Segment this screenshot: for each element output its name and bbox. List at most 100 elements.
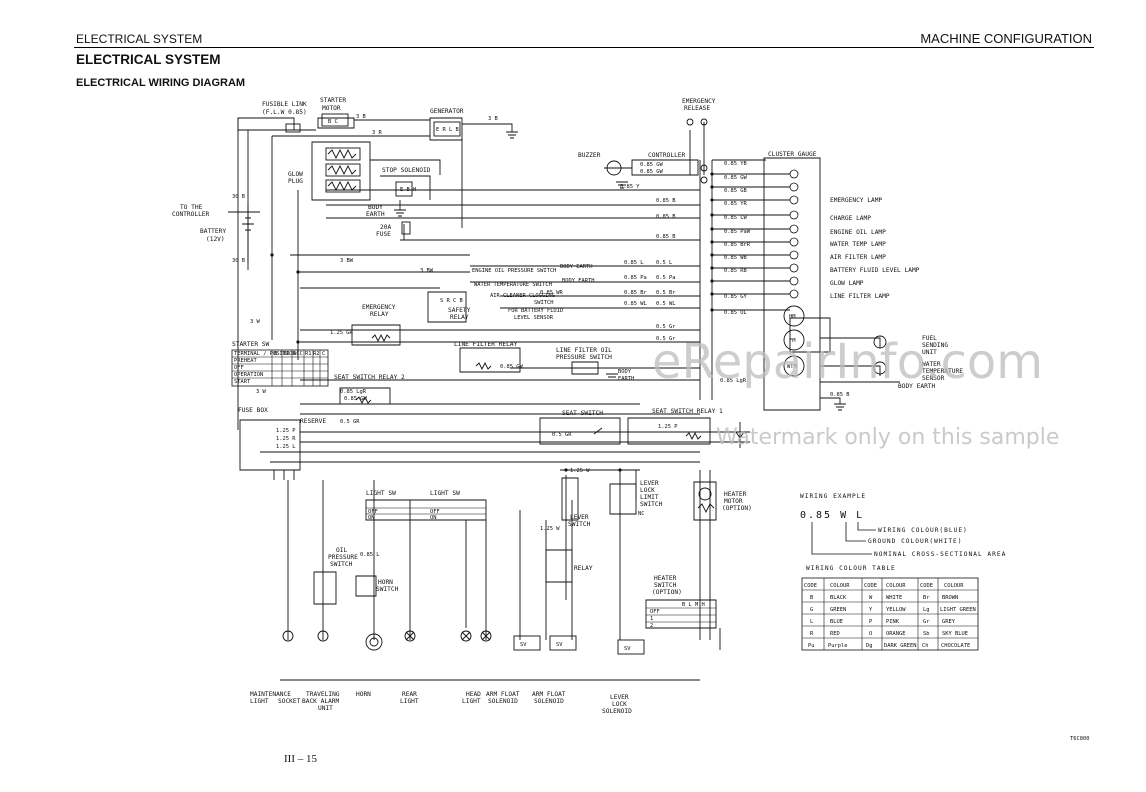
colour-table-cell: GREEN xyxy=(830,607,846,613)
light-switch-tables: OFF ON OFF ON xyxy=(366,507,486,521)
colour-table-header: CODE xyxy=(864,583,877,589)
seat-switch-relay-1-label: SEAT SWITCH RELAY 1 xyxy=(652,408,723,415)
starter-table-header-pos: TERMINAL / POSITION xyxy=(234,351,296,357)
colour-table-cell: Pu xyxy=(808,643,815,649)
wire-label: 3 R xyxy=(372,130,382,136)
wire-size-labels: 0.85 YB 0.85 GW 0.85 GB 0.85 YR 0.85 LW … xyxy=(232,114,849,558)
controller-label: CONTROLLER xyxy=(648,152,686,159)
wire-label: 0.85 LW xyxy=(724,215,747,221)
battery-label: BATTERY xyxy=(200,228,226,235)
normally-closed-label: NC xyxy=(638,511,645,517)
wire-label: 0.85 GY xyxy=(724,294,747,300)
lamp-label-emergency: EMERGENCY LAMP xyxy=(830,197,882,204)
horn-symbol xyxy=(365,633,383,651)
lamp-label-charge: CHARGE LAMP xyxy=(830,215,871,222)
lamp-label-air-filter: AIR FILTER LAMP xyxy=(830,254,886,261)
heater-switch-label-2: SWITCH xyxy=(654,582,677,589)
starter-switch-label: STARTER SW xyxy=(232,341,270,348)
wire-label: 0.85 GB xyxy=(724,188,747,194)
wire-label: 0.85 BrR xyxy=(724,242,751,248)
colour-table-cell: YELLOW xyxy=(886,607,906,613)
wire-label: 0.85 Br xyxy=(624,290,647,296)
oil-pressure-switch-label: OIL xyxy=(336,547,347,554)
heater-motor-symbol xyxy=(698,487,712,501)
load-label-traveling: TRAVELING xyxy=(306,691,340,698)
lever-lock-limit-label-4: SWITCH xyxy=(640,501,663,508)
cluster-gauge-label: CLUSTER GAUGE xyxy=(768,151,817,158)
component-symbols xyxy=(282,113,887,655)
svg-text:B L M H: B L M H xyxy=(682,602,705,608)
svg-text:OFF: OFF xyxy=(368,509,378,515)
lever-lock-limit-label-2: LOCK xyxy=(640,487,655,494)
svg-text:E R L B: E R L B xyxy=(436,127,459,133)
wire-label: 1.25 P xyxy=(276,428,295,434)
wire-label: 1.25 W xyxy=(540,526,560,532)
safety-relay-label-2: RELAY xyxy=(450,314,469,321)
heater-switch-label: HEATER xyxy=(654,575,677,582)
starter-table-header-r1: R1 xyxy=(305,351,312,357)
emergency-release-label-2: RELEASE xyxy=(684,105,710,112)
sv-label-2: SV xyxy=(556,642,563,648)
wire-label: 0.85 GW xyxy=(344,396,367,402)
lever-lock-limit-label-3: LIMIT xyxy=(640,494,659,501)
seat-switch-label: SEAT SWITCH xyxy=(562,410,603,417)
fuel-meter-symbol xyxy=(783,329,805,351)
starter-table-row-operation: OPERATION xyxy=(234,372,263,378)
wire-label: 1.25 R xyxy=(276,436,296,442)
colour-table-header: COLOUR xyxy=(830,583,850,589)
colour-table-cell: Y xyxy=(869,607,873,613)
wire-label: 0.85 RB xyxy=(724,268,747,274)
diagram-title: ELECTRICAL WIRING DIAGRAM xyxy=(76,77,246,89)
watermark-notice: Watermark only on this sample xyxy=(716,425,1059,450)
generator-label: GENERATOR xyxy=(430,108,464,115)
battery-fluid-sensor-label-2: LEVEL SENSOR xyxy=(514,315,554,321)
to-controller-label: TO THE xyxy=(180,204,203,211)
starter-table-header-r2: R2 xyxy=(313,351,320,357)
load-label-arm-float-1-2: SOLENOID xyxy=(488,698,518,705)
load-label-lever-lock: LEVER xyxy=(610,694,629,701)
fuel-sending-unit-label-3: UNIT xyxy=(922,349,937,356)
lamp-label-line-filter: LINE FILTER LAMP xyxy=(830,293,890,300)
fusible-link-spec: (F.L.W 0.85) xyxy=(262,109,307,116)
load-label-traveling-2: SOCKET xyxy=(278,698,301,705)
page-title: ELECTRICAL SYSTEM xyxy=(76,52,221,67)
watermark-site: eRepairInfo.com xyxy=(652,334,1043,390)
colour-table-header: COLOUR xyxy=(944,583,964,589)
light-switch-1-label: LIGHT SW xyxy=(366,490,396,497)
wire-label: 0.85 L xyxy=(360,552,379,558)
air-cleaner-switch-label: AIR CLEANER CLOGGING xyxy=(490,293,555,299)
wire-label: 0.5 GR xyxy=(340,419,360,425)
wire-label: 3 W xyxy=(250,319,260,325)
stop-solenoid-label: STOP SOLENOID xyxy=(382,167,431,174)
colour-table-cell: G xyxy=(810,607,813,613)
starter-table-header-acc: ACC xyxy=(293,351,303,357)
load-label-maintenance-2: LIGHT xyxy=(250,698,269,705)
fuel-meter-label: FM xyxy=(789,338,796,344)
colour-table-cell: BLUE xyxy=(830,619,843,625)
fuel-sending-unit-label-2: SENDING xyxy=(922,342,948,349)
water-temp-meter-symbol xyxy=(783,355,805,377)
wire-label: 3 B xyxy=(356,114,366,120)
wire-label: 0.85 LgR xyxy=(720,378,747,384)
svg-text:S R C B: S R C B xyxy=(440,298,463,304)
wiring-example-note-3: NOMINAL CROSS-SECTIONAL AREA xyxy=(874,551,1006,558)
wire-label: 0.85 WL xyxy=(624,301,647,307)
generator-terminals xyxy=(433,121,461,137)
header-rule xyxy=(74,47,1094,48)
colour-table-cell: CHOCOLATE xyxy=(941,643,970,649)
sv-label-1: SV xyxy=(520,642,527,648)
ground-symbols xyxy=(394,131,846,411)
water-temperature-switch-label: WATER TEMPERATURE SWITCH xyxy=(474,282,552,288)
colour-table-cell: ORANGE xyxy=(886,631,905,637)
svg-text:OFF: OFF xyxy=(430,509,440,515)
colour-table-cell: Dg xyxy=(866,643,873,649)
wire-label: 0.5 GR xyxy=(552,432,572,438)
buzzer-label: BUZZER xyxy=(578,152,601,159)
rear-light-symbol xyxy=(404,630,416,642)
hour-meter-symbol xyxy=(783,305,805,327)
glow-plug-3 xyxy=(325,179,361,193)
wire-label: 0.85 GW xyxy=(724,175,747,181)
colour-table-cell: LIGHT GREEN xyxy=(940,607,976,613)
lever-lock-limit-label-1: LEVER xyxy=(640,480,659,487)
load-label-arm-float-2: ARM FLOAT xyxy=(532,691,566,698)
